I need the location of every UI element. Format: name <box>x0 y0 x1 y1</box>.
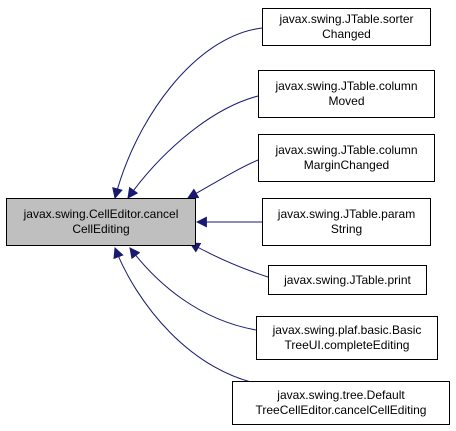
edge-complete-editing <box>129 247 257 331</box>
node-label-line2: TreeUI.completeEditing <box>284 338 410 352</box>
edge-cancel-cell-editing <box>113 246 271 387</box>
caller-node-jtable-paramstring[interactable]: javax.swing.JTable.param String <box>262 198 431 246</box>
focus-node-celleditor-cancelcellediting[interactable]: javax.swing.CellEditor.cancel CellEditin… <box>6 198 196 246</box>
node-label-line2: CellEditing <box>72 222 130 236</box>
edge-column-moved <box>127 95 259 199</box>
node-label-line1: javax.swing.JTable.column <box>275 79 418 93</box>
node-label-line2: Changed <box>322 27 371 41</box>
node-label-line2: Moved <box>328 94 365 108</box>
node-label-line2: String <box>330 222 363 236</box>
caller-node-defaulttreecelleditor-cancelcellediting[interactable]: javax.swing.tree.Default TreeCellEditor.… <box>232 381 450 425</box>
edge-print <box>189 242 269 278</box>
node-label-line1: javax.swing.JTable.print <box>284 272 411 287</box>
node-label-line2: MarginChanged <box>303 158 390 172</box>
caller-node-jtable-print[interactable]: javax.swing.JTable.print <box>268 265 427 295</box>
node-label-line1: javax.swing.JTable.column <box>275 143 418 157</box>
node-label-line1: javax.swing.tree.Default <box>277 388 405 402</box>
caller-node-jtable-columnmoved[interactable]: javax.swing.JTable.column Moved <box>258 70 435 118</box>
edge-sorter-changed <box>112 27 263 200</box>
node-label-line1: javax.swing.CellEditor.cancel <box>23 207 179 221</box>
node-label-line1: javax.swing.plaf.basic.Basic <box>272 323 422 337</box>
edge-column-margin-changed <box>187 159 259 199</box>
node-label-line1: javax.swing.JTable.sorter <box>279 12 414 26</box>
caller-node-jtable-sorterchanged[interactable]: javax.swing.JTable.sorter Changed <box>262 8 431 46</box>
caller-node-jtable-columnmarginchanged[interactable]: javax.swing.JTable.column MarginChanged <box>258 134 435 182</box>
node-label-line2: TreeCellEditor.cancelCellEditing <box>255 403 427 417</box>
node-label-line1: javax.swing.JTable.param <box>277 207 416 221</box>
caller-node-basictreeui-completeediting[interactable]: javax.swing.plaf.basic.Basic TreeUI.comp… <box>256 316 438 360</box>
